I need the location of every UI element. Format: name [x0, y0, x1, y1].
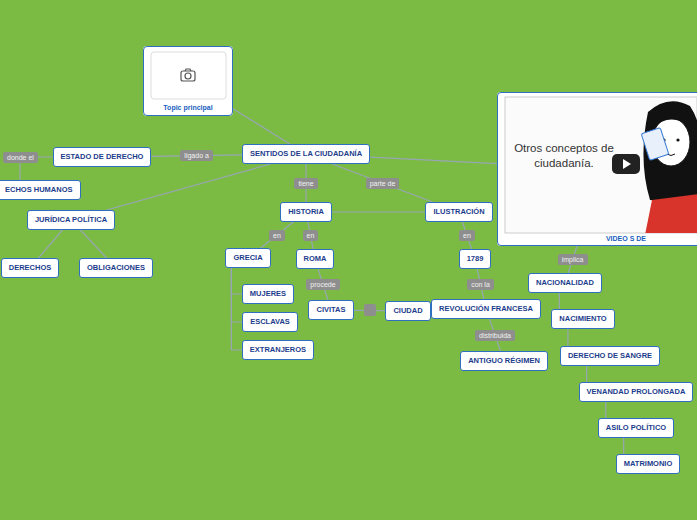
- topic-box: MATRIMONIO: [616, 454, 681, 474]
- node-text: GRECIA: [233, 253, 262, 262]
- node-text: ESTADO DE DERECHO: [61, 152, 144, 161]
- node-text: DERECHOS: [9, 263, 52, 272]
- connector: [623, 438, 624, 454]
- node-text: MATRIMONIO: [624, 459, 673, 468]
- node-text: SENTIDOS DE LA CIUDADANÍA: [250, 149, 362, 158]
- link-label: tiene: [294, 178, 317, 189]
- link-label: implica: [558, 254, 588, 265]
- topic-box: HISTORIA: [280, 202, 332, 222]
- topic-box: CIVITAS: [308, 300, 353, 320]
- node-text: OBLIGACIONES: [87, 263, 145, 272]
- connector: [231, 268, 242, 322]
- topic-box: 1789: [459, 249, 492, 269]
- node-text: JURÍDICA POLÍTICA: [35, 215, 107, 224]
- node-text: ECHOS HUMANOS: [5, 185, 73, 194]
- link-label: en: [269, 230, 285, 241]
- topic-box: EXTRANJEROS: [242, 340, 314, 360]
- connector: [231, 268, 242, 294]
- connector: [567, 329, 568, 346]
- node-text: MUJERES: [250, 289, 286, 298]
- connector: [332, 164, 432, 202]
- connector: [80, 230, 106, 258]
- play-button: [612, 154, 640, 174]
- topic-box: GRECIA: [225, 248, 270, 268]
- node-text: NACIMIENTO: [559, 314, 606, 323]
- node-text: ANTIGUO RÉGIMEN: [468, 356, 540, 365]
- image-placeholder: [151, 52, 226, 99]
- node-text: ESCLAVAS: [250, 317, 290, 326]
- node-text: Otros conceptos de ciudadanía.: [514, 141, 614, 171]
- connector: [231, 268, 242, 350]
- topic-box: JURÍDICA POLÍTICA: [27, 210, 115, 230]
- topic-node: Topic principal: [143, 46, 233, 116]
- node-text: NACIONALIDAD: [536, 278, 594, 287]
- node-text: VENANDAD PROLONGADA: [587, 387, 686, 396]
- topic-box: NACIMIENTO: [551, 309, 614, 329]
- connector: [107, 164, 271, 210]
- node-text: Topic principal: [144, 104, 232, 111]
- connector: [605, 402, 606, 418]
- node-text: ILUSTRACIÓN: [433, 207, 484, 216]
- connector: [332, 211, 426, 212]
- topic-box: REVOLUCIÓN FRANCESA: [431, 299, 541, 319]
- node-text: HISTORIA: [288, 207, 324, 216]
- connector: [39, 230, 63, 258]
- link-label: procede: [306, 279, 339, 290]
- topic-box: SENTIDOS DE LA CIUDADANÍA: [242, 144, 370, 164]
- link-label: en: [459, 230, 475, 241]
- node-text: ROMA: [304, 254, 327, 263]
- link-label: ligado a: [180, 150, 213, 161]
- node-text: CIVITAS: [316, 305, 345, 314]
- link-label: distribuida: [475, 330, 515, 341]
- node-text: REVOLUCIÓN FRANCESA: [439, 304, 533, 313]
- topic-box: CIUDAD: [385, 301, 430, 321]
- connector: [370, 157, 497, 164]
- connector: [261, 222, 294, 248]
- video-box-fill: [497, 92, 697, 246]
- topic-box: VENANDAD PROLONGADA: [579, 382, 694, 402]
- topic-box-fill: [143, 46, 233, 116]
- node-text: CIUDAD: [393, 306, 422, 315]
- node-caption: VIDEO S DE: [576, 235, 676, 242]
- connector: [233, 109, 290, 144]
- topic-box: ECHOS HUMANOS: [0, 180, 81, 200]
- link-label: donde el: [3, 152, 38, 163]
- topic-box: NACIONALIDAD: [528, 273, 602, 293]
- topic-box: OBLIGACIONES: [79, 258, 153, 278]
- link-label: en: [303, 230, 319, 241]
- connector: [559, 293, 560, 309]
- topic-box: DERECHO DE SANGRE: [560, 346, 660, 366]
- topic-box: ROMA: [296, 249, 335, 269]
- node-text: EXTRANJEROS: [250, 345, 306, 354]
- video-node: Otros conceptos de ciudadanía. VIDEO S DE: [497, 92, 697, 246]
- node-text: DERECHO DE SANGRE: [568, 351, 652, 360]
- topic-box: ESTADO DE DERECHO: [53, 147, 152, 167]
- camera-icon: [181, 69, 195, 81]
- topic-box: ANTIGUO RÉGIMEN: [460, 351, 548, 371]
- empty-link-tag: [364, 304, 376, 316]
- topic-box: MUJERES: [242, 284, 294, 304]
- link-label: parte de: [366, 178, 400, 189]
- node-text: 1789: [467, 254, 484, 263]
- topic-box: DERECHOS: [1, 258, 60, 278]
- connector: [586, 366, 587, 382]
- link-label: con la: [467, 279, 494, 290]
- topic-box: ILUSTRACIÓN: [425, 202, 492, 222]
- topic-box: ESCLAVAS: [242, 312, 298, 332]
- topic-box: ASILO POLÍTICO: [598, 418, 674, 438]
- node-text: ASILO POLÍTICO: [606, 423, 666, 432]
- cartoon-girl: [641, 101, 697, 233]
